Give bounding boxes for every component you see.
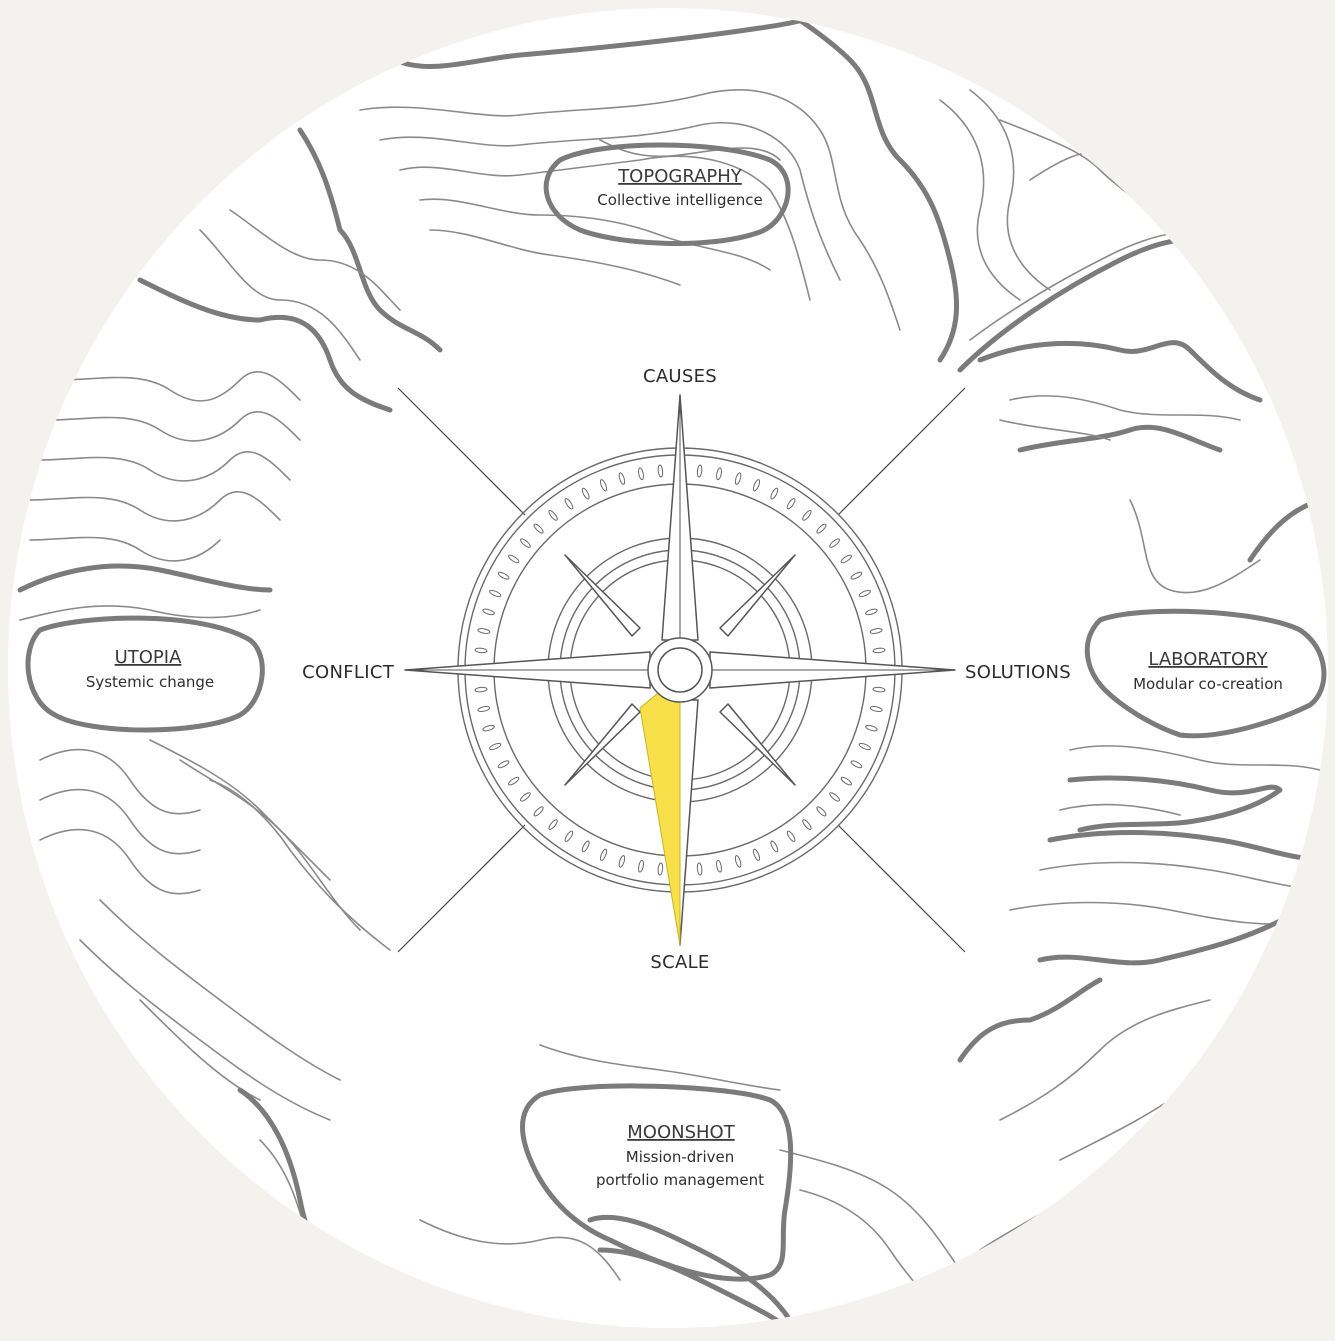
- compass-tick: [734, 855, 742, 868]
- compass-tick: [520, 792, 531, 802]
- compass-tick: [497, 571, 510, 580]
- utopia-region: [25, 615, 265, 733]
- compass-tick: [816, 806, 827, 817]
- compass-tick: [752, 479, 761, 492]
- compass-tick: [489, 589, 502, 598]
- compass-tick: [829, 538, 840, 548]
- compass-tick: [786, 498, 796, 510]
- compass-tick: [489, 742, 502, 751]
- direction-south-label: SCALE: [650, 952, 709, 973]
- compass-rays: [397, 387, 966, 953]
- compass-tick: [638, 859, 644, 873]
- utopia-subtitle: Systemic change: [86, 673, 214, 691]
- compass-tick: [696, 862, 703, 876]
- compass-tick: [474, 686, 488, 693]
- compass-tick: [581, 840, 590, 853]
- topography-region: [543, 142, 791, 246]
- direction-north-label: CAUSES: [643, 366, 717, 387]
- moonshot-region: [520, 1083, 794, 1282]
- compass-tick: [638, 467, 644, 481]
- compass-tick: [872, 686, 886, 693]
- utopia-title: UTOPIA: [115, 647, 183, 668]
- compass-tick: [497, 760, 510, 769]
- compass-tick: [869, 706, 883, 712]
- compass-tick: [869, 628, 883, 634]
- compass-tick: [865, 724, 878, 732]
- moonshot-subtitle-line2: portfolio management: [596, 1171, 764, 1189]
- compass-tick: [716, 467, 722, 481]
- compass-tick: [533, 806, 544, 817]
- moonshot-title: MOONSHOT: [627, 1122, 735, 1143]
- compass-tick: [599, 848, 608, 861]
- compass-tick: [752, 848, 761, 861]
- compass-tick: [829, 792, 840, 802]
- laboratory-title: LABORATORY: [1148, 649, 1268, 670]
- compass-tick: [734, 472, 742, 485]
- moonshot-subtitle-line1: Mission-driven: [626, 1148, 734, 1166]
- compass-tick: [816, 523, 827, 534]
- compass-tick: [840, 554, 852, 564]
- compass-tick: [599, 479, 608, 492]
- laboratory-region: [1084, 608, 1327, 739]
- compass-tick: [533, 523, 544, 534]
- compass-tick: [548, 819, 558, 830]
- compass-tick: [770, 487, 779, 500]
- compass-tick: [865, 608, 878, 616]
- compass-tick-marks: [474, 464, 886, 876]
- compass-diagonal-points: [564, 554, 796, 786]
- topography-title: TOPOGRAPHY: [617, 166, 743, 187]
- compass-tick: [564, 498, 574, 510]
- compass-tick: [840, 776, 852, 786]
- direction-west-label: CONFLICT: [302, 662, 395, 683]
- compass-tick: [872, 647, 886, 654]
- compass-tick: [508, 554, 520, 564]
- compass-tick: [858, 589, 871, 598]
- compass-tick: [564, 830, 574, 842]
- compass-tick: [508, 776, 520, 786]
- compass-tick: [482, 608, 495, 616]
- compass-tick: [858, 742, 871, 751]
- laboratory-subtitle: Modular co-creation: [1133, 675, 1283, 693]
- compass-tick: [474, 647, 488, 654]
- compass-tick: [657, 862, 664, 876]
- compass-tick: [520, 538, 531, 548]
- compass-tick: [581, 487, 590, 500]
- compass-tick: [618, 472, 626, 485]
- compass-tick: [477, 706, 491, 712]
- compass-tick: [696, 464, 703, 478]
- compass-tick: [770, 840, 779, 853]
- compass-tick: [618, 855, 626, 868]
- compass-tick: [850, 760, 863, 769]
- compass-hub-inner: [657, 647, 703, 693]
- compass-tick: [802, 510, 812, 521]
- compass-tick: [548, 510, 558, 521]
- compass-tick: [850, 571, 863, 580]
- direction-east-label: SOLUTIONS: [965, 662, 1071, 683]
- compass-tick: [802, 819, 812, 830]
- compass-tick: [477, 628, 491, 634]
- compass-tick: [786, 830, 796, 842]
- compass-tick: [716, 859, 722, 873]
- compass-tick: [482, 724, 495, 732]
- topography-subtitle: Collective intelligence: [597, 191, 762, 209]
- compass-tick: [657, 464, 664, 478]
